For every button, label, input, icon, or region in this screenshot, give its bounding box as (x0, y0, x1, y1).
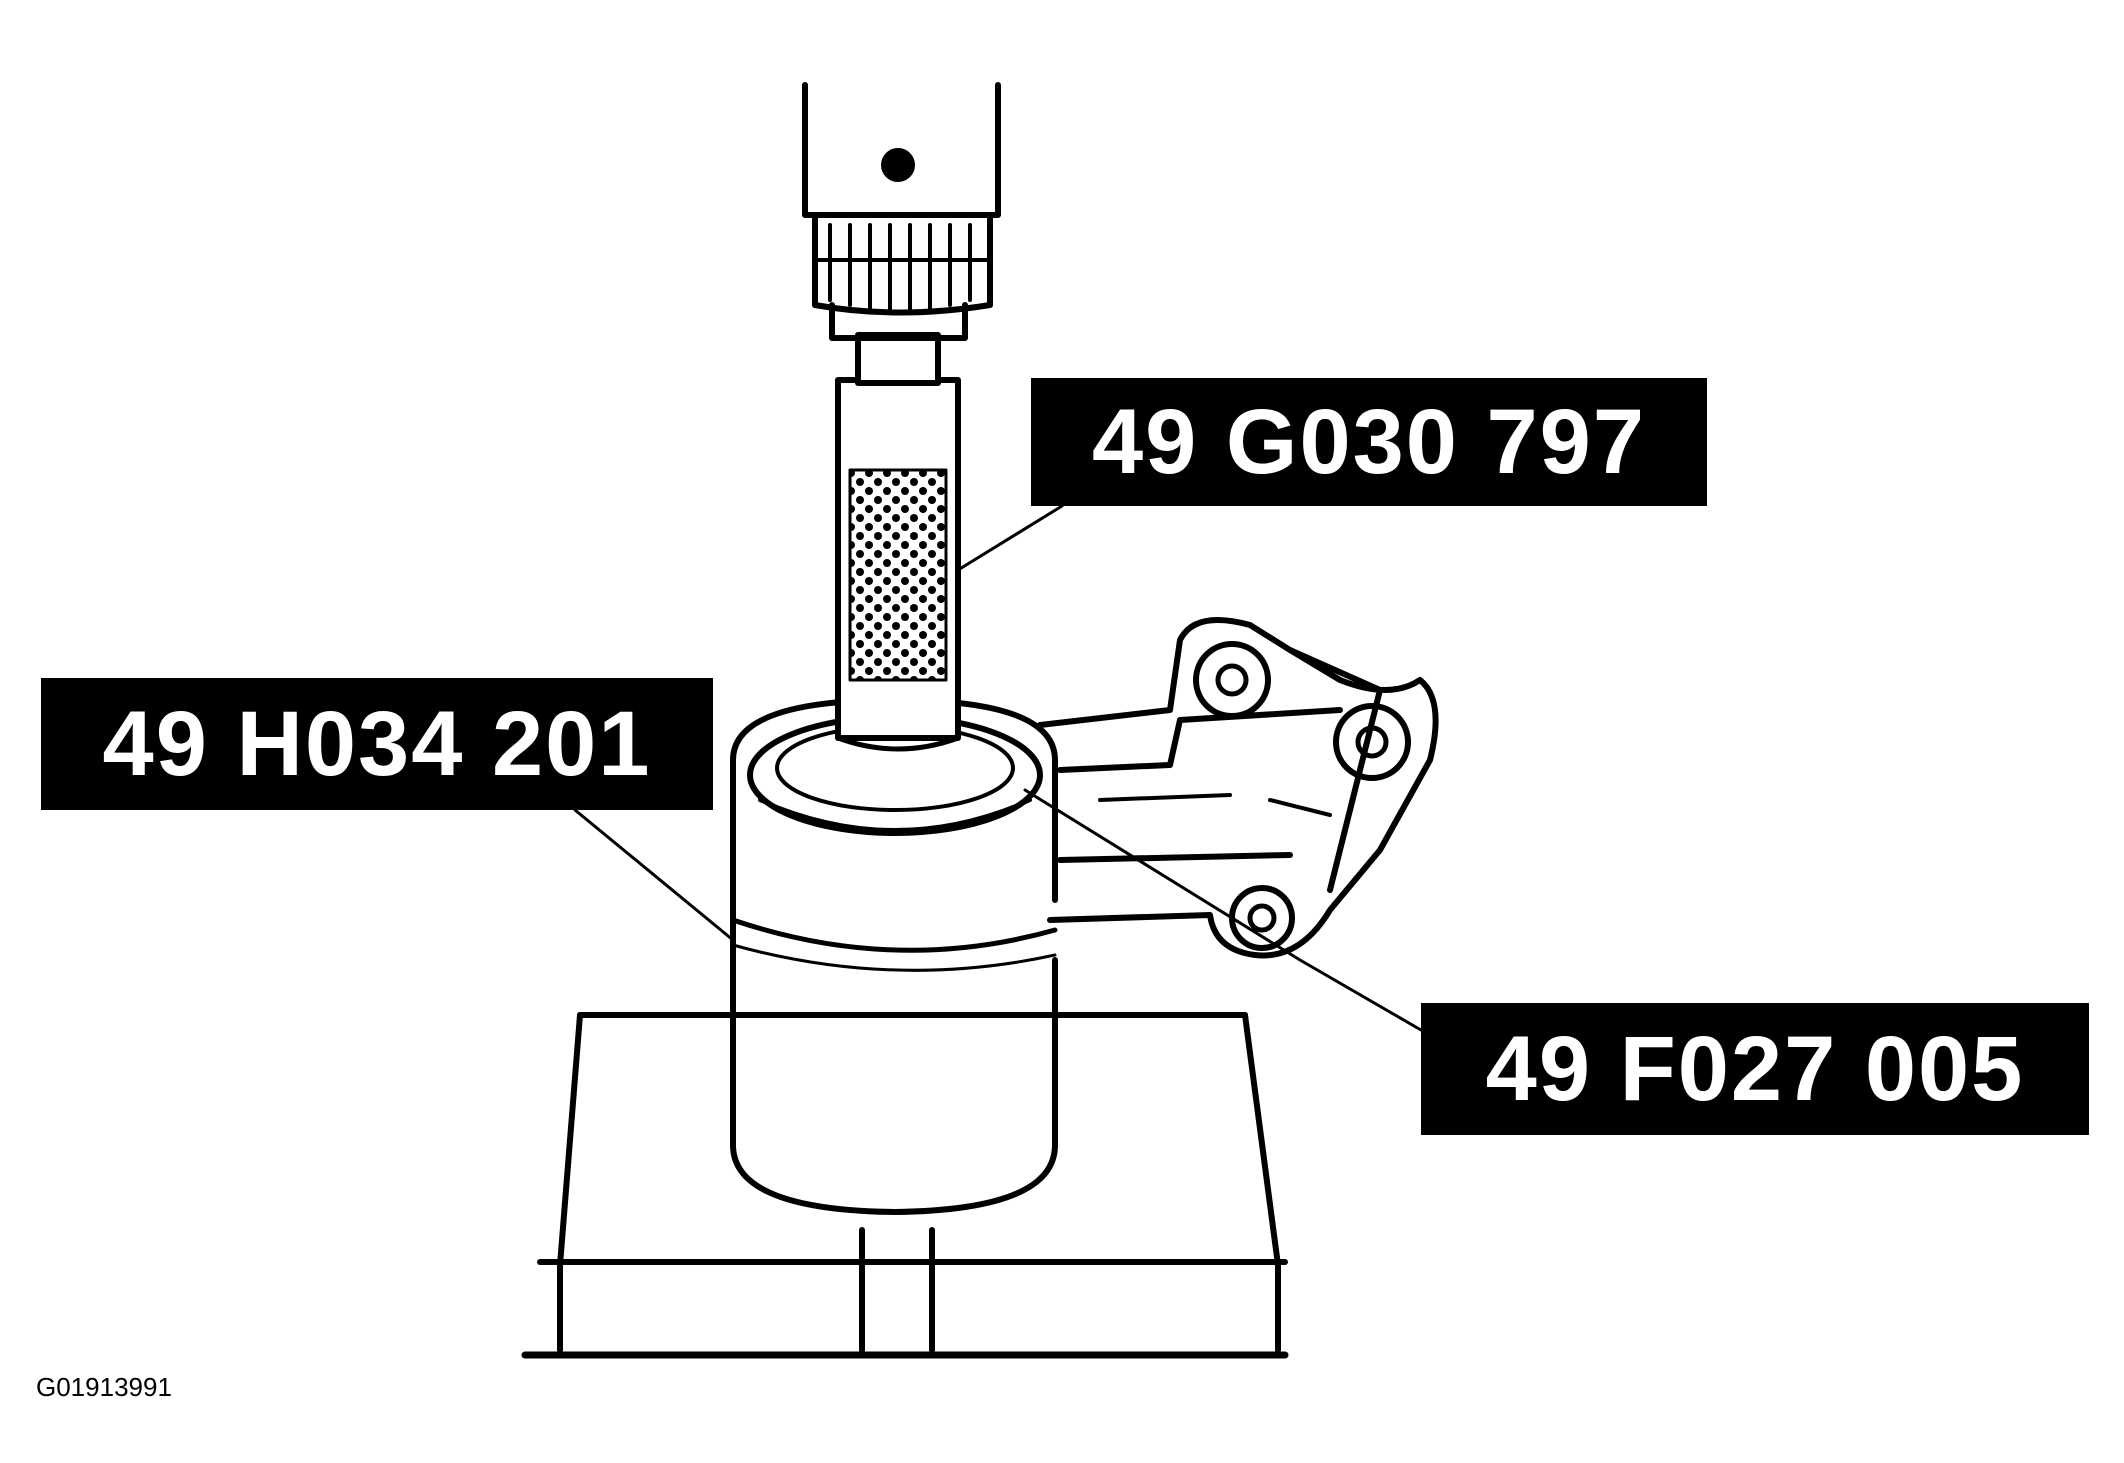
callout-rod-part-number: 49 G030 797 (1031, 378, 1707, 506)
figure-id: G01913991 (36, 1372, 172, 1402)
press-rod (835, 332, 961, 752)
bracket-arm (1037, 617, 1439, 959)
leader-right (1023, 788, 1423, 1032)
support-block (521, 1012, 1289, 1359)
callout-bracket-part-number: 49 F027 005 (1421, 1003, 2089, 1135)
leader-top (956, 504, 1064, 572)
receiver-cup (730, 907, 1058, 1215)
press-head (802, 82, 1001, 341)
leader-left (573, 808, 735, 942)
callout-cup-part-number: 49 H034 201 (41, 678, 713, 810)
leader-lines (573, 504, 1423, 1032)
